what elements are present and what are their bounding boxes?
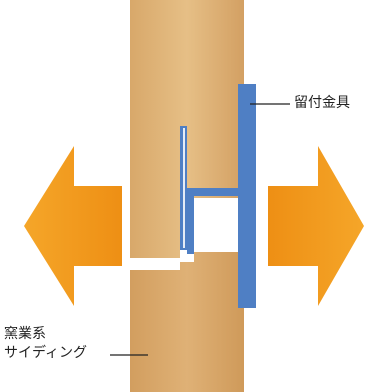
clip-fastener <box>180 84 256 308</box>
panel-joint-gap <box>130 258 180 270</box>
lower-siding-panel <box>130 252 244 392</box>
siding-label-line1: 窯業系 <box>4 326 46 342</box>
arrow-right-icon <box>268 146 364 306</box>
arrow-left-icon <box>24 146 122 306</box>
siding-label-line2: サイディング <box>4 345 88 361</box>
clip-label: 留付金具 <box>294 95 350 111</box>
